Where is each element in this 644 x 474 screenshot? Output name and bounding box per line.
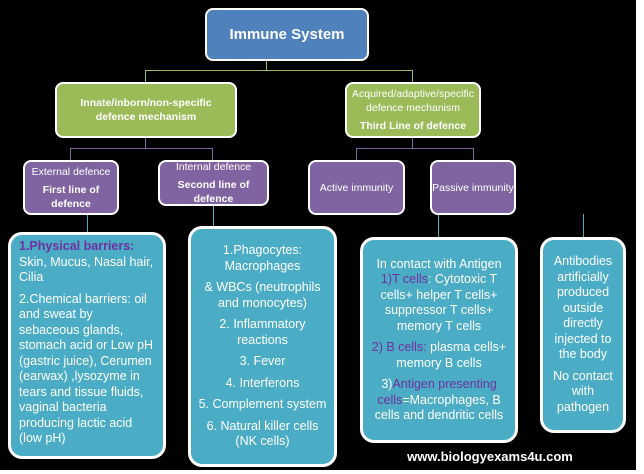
internal-item: 5. Complement system — [198, 397, 327, 412]
connector — [145, 137, 146, 148]
b-cells: 2) B cells: plasma cells+ memory B cells — [371, 340, 507, 370]
external-title: External defence — [31, 165, 111, 178]
website-link[interactable]: www.biologyexams4u.com — [407, 449, 573, 464]
t-cells: 1)T cells: Cytotoxic T cells+ helper T c… — [380, 272, 498, 333]
antigen-presenting-cells: 3)Antigen presenting cells=Macrophages, … — [374, 377, 504, 422]
internal-content: 1.Phagocytes: Macrophages & WBCs (neutro… — [188, 226, 337, 467]
connector — [412, 70, 413, 82]
connector — [583, 214, 584, 237]
internal-item: 1.Phagocytes: Macrophages — [222, 243, 303, 273]
connector — [356, 148, 474, 149]
connector — [473, 148, 474, 160]
internal-item: 3. Fever — [239, 354, 286, 369]
internal-node: Internal defence Second line of defence — [158, 160, 269, 206]
connector — [266, 60, 267, 70]
innate-node: Innate/inborn/non-specific defence mecha… — [55, 82, 237, 138]
internal-subtitle: Second line of defence — [177, 179, 250, 205]
internal-item: 6. Natural killer cells (NK cells) — [206, 418, 319, 449]
connector — [145, 70, 146, 82]
external-subtitle: First line of defence — [42, 183, 100, 210]
active-title: Active immunity — [319, 181, 394, 194]
passive-title: Passive immunity — [432, 181, 514, 194]
connector — [87, 214, 88, 232]
connector — [145, 70, 413, 71]
acquired-subtitle: Third Line of defence — [359, 120, 467, 132]
connector — [356, 148, 357, 160]
external-node: External defence First line of defence — [23, 160, 119, 215]
connector — [70, 148, 213, 149]
passive-note: No contact with pathogen — [553, 368, 613, 414]
innate-title: Innate/inborn/non-specific defence mecha… — [80, 97, 212, 123]
active-intro: In contact with Antigen — [376, 256, 502, 271]
passive-content: Antibodies artificially produced outside… — [540, 237, 626, 433]
internal-item: 2. Inflammatory reactions — [219, 317, 306, 347]
connector — [212, 148, 213, 160]
internal-item: & WBCs (neutrophils and monocytes) — [204, 280, 321, 310]
passive-text: Antibodies artificially produced outside… — [553, 254, 613, 361]
acquired-title: Acquired/adaptive/specific defence mecha… — [352, 88, 474, 114]
physical-barriers: 1.Physical barriers:Skin, Mucus, Nasal h… — [19, 239, 154, 284]
connector — [438, 214, 439, 237]
chemical-barriers: 2.Chemical barriers: oil and sweat by se… — [19, 291, 154, 446]
connector — [70, 148, 71, 160]
active-node: Active immunity — [308, 160, 405, 215]
passive-node: Passive immunity — [430, 160, 516, 215]
external-content: 1.Physical barriers:Skin, Mucus, Nasal h… — [8, 232, 166, 459]
internal-title: Internal defence — [175, 161, 252, 173]
immune-system-diagram: Immune System Innate/inborn/non-specific… — [0, 0, 636, 470]
root-node: Immune System — [205, 8, 369, 61]
internal-item: 4. Interferons — [225, 375, 300, 390]
acquired-node: Acquired/adaptive/specific defence mecha… — [345, 82, 481, 138]
connector — [213, 205, 214, 226]
root-title: Immune System — [229, 26, 345, 43]
connector — [412, 137, 413, 148]
active-content: In contact with Antigen 1)T cells: Cytot… — [360, 237, 518, 443]
